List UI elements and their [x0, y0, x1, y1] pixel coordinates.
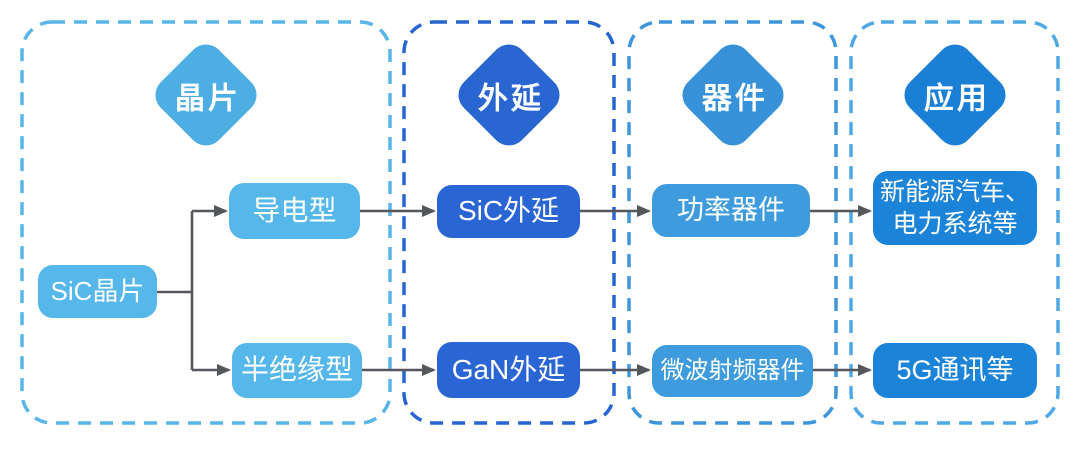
node-sic-wafer: SiC晶片 [38, 265, 157, 318]
node-application-ev-power: 新能源汽车、电力系统等 [873, 171, 1037, 245]
node-conductive-type: 导电型 [229, 183, 360, 239]
node-application-5g: 5G通讯等 [873, 343, 1037, 398]
panel-outline-epitaxy [402, 20, 616, 425]
node-semi-insulating-type: 半绝缘型 [232, 343, 362, 398]
node-microwave-rf-devices: 微波射频器件 [652, 345, 813, 397]
node-gan-epitaxy: GaN外延 [437, 342, 580, 398]
panel-outline-applications [849, 20, 1060, 425]
node-power-devices: 功率器件 [652, 184, 810, 237]
stage-title-devices: 器件 [701, 82, 768, 115]
stage-title-applications: 应用 [923, 82, 990, 115]
node-sic-epitaxy: SiC外延 [437, 185, 580, 238]
connector-branch-trunk [157, 211, 194, 370]
panel-outline-devices [627, 20, 838, 425]
stage-title-wafer: 晶片 [174, 82, 241, 115]
stage-title-epitaxy: 外延 [477, 82, 544, 115]
panel-outline-wafer [20, 20, 392, 425]
